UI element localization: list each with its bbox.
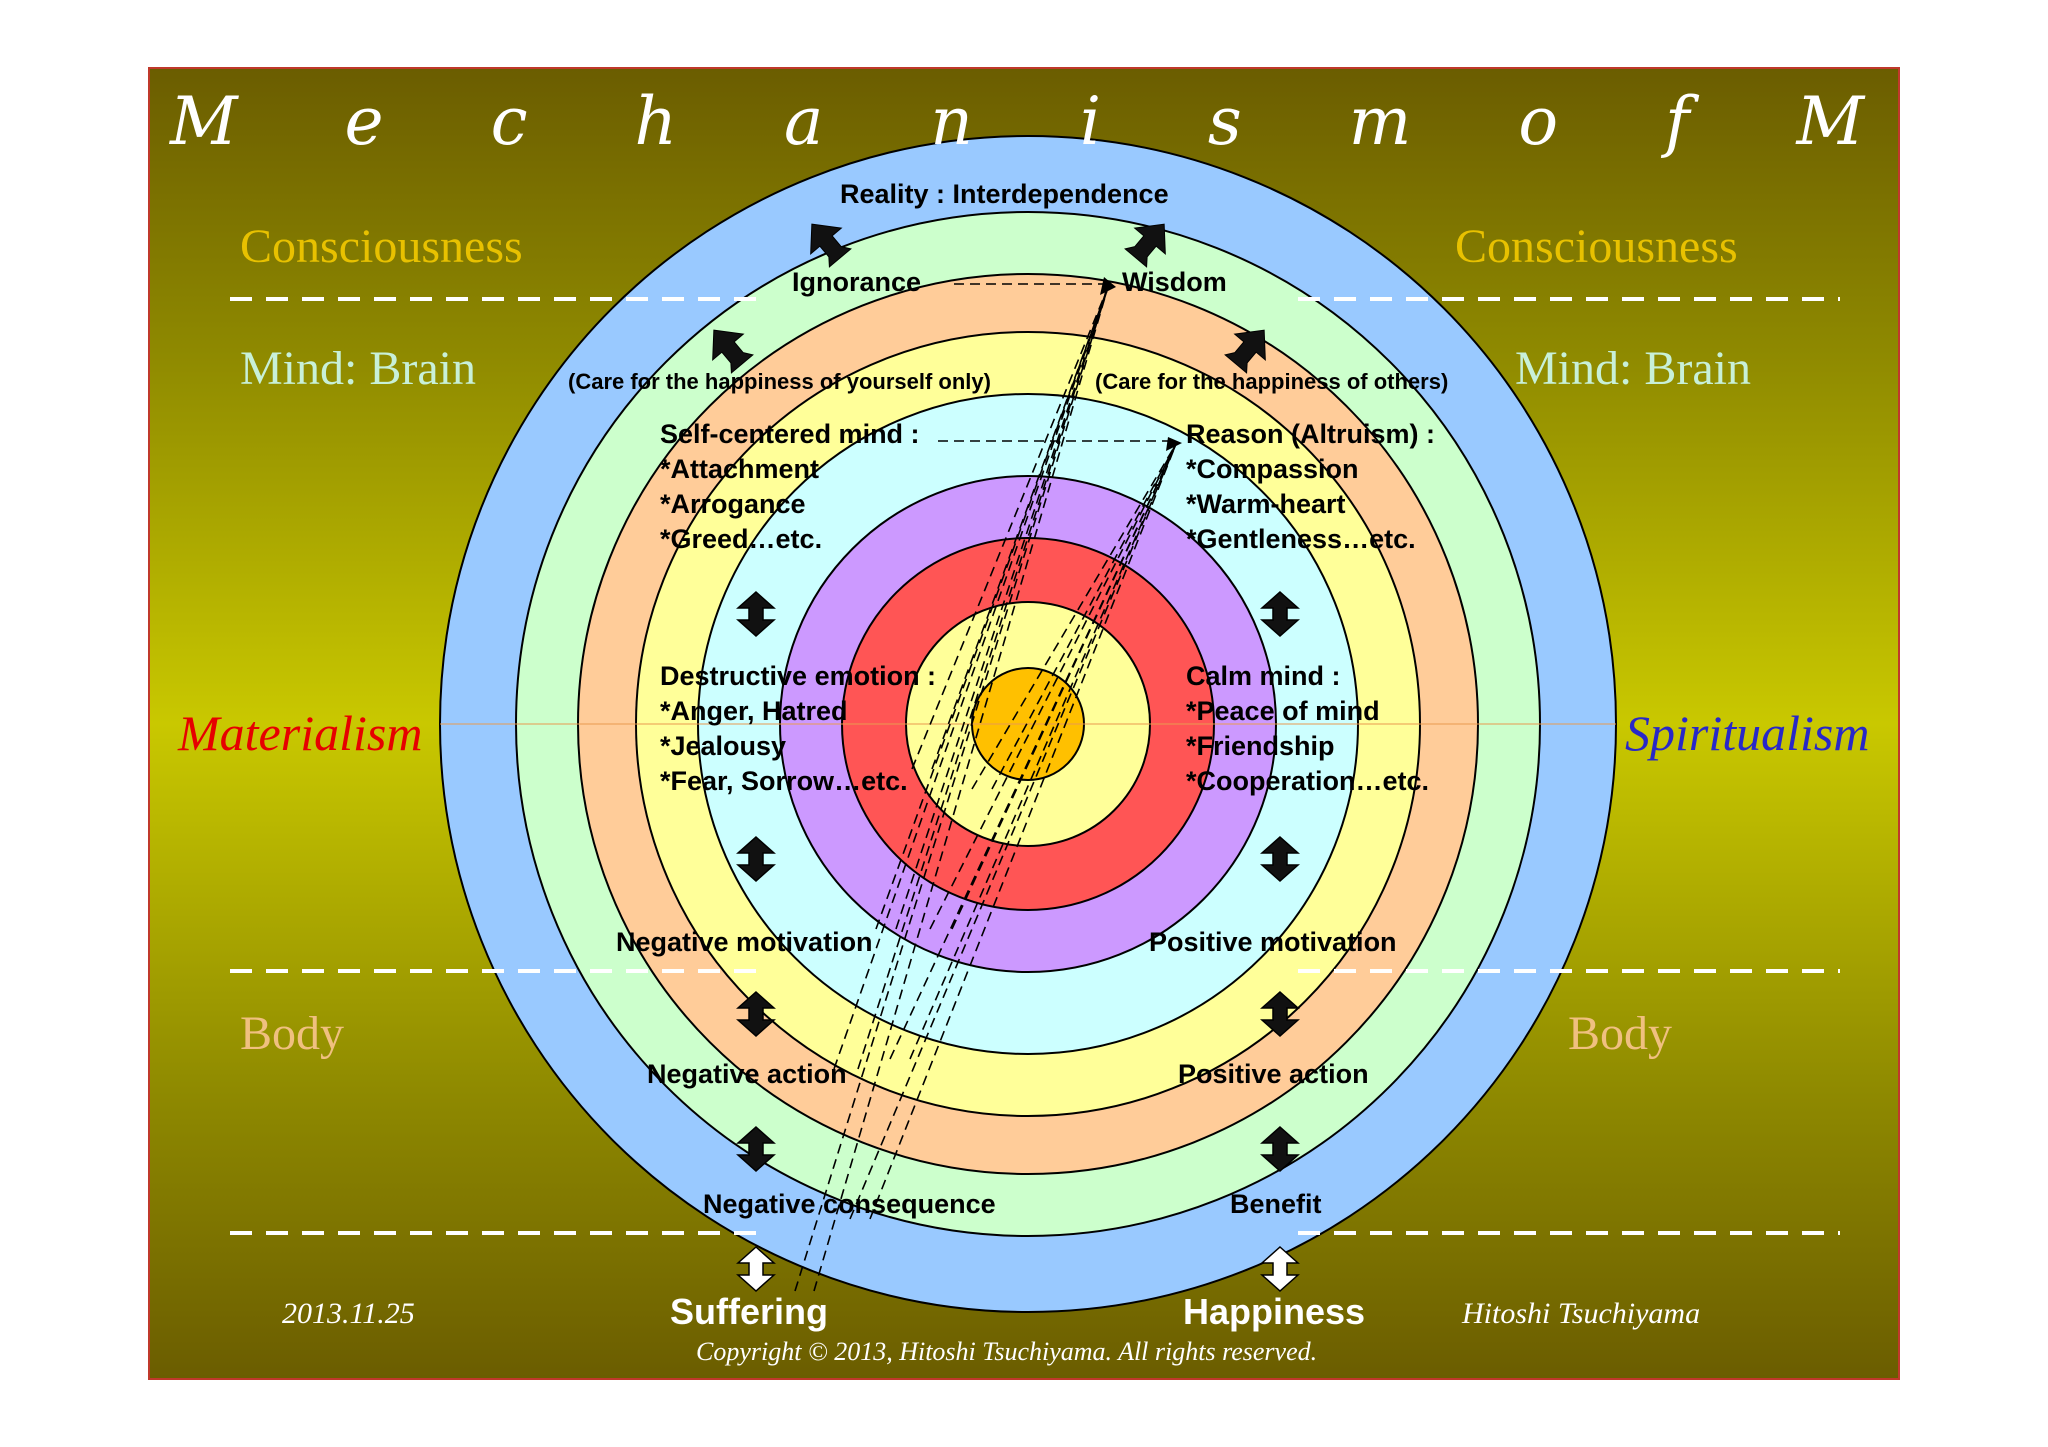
- wisdom-label: Wisdom: [1122, 267, 1227, 297]
- date-label: 2013.11.25: [282, 1297, 415, 1330]
- dashed-line-to-reason: [991, 443, 1177, 790]
- flow-arrows: [712, 223, 1300, 1293]
- dashed-line-to-reason: [869, 443, 1177, 1220]
- reason-heading: Reason (Altruism) :: [1186, 419, 1436, 449]
- dashed-line-to-wisdom: [931, 286, 1109, 770]
- self-centered-heading: Self-centered mind :: [660, 419, 920, 449]
- concentric-mind-diagram: [230, 135, 1840, 1313]
- diagram-title: M e c h a n i s m o f M i n d: [170, 83, 1900, 160]
- reality-label: Reality : Interdependence: [840, 179, 1169, 209]
- calm-item: *Cooperation…etc.: [1186, 766, 1430, 796]
- curved-arrow-icon: [1224, 329, 1266, 374]
- dashed-line-to-wisdom: [833, 286, 1109, 1070]
- calm-heading: Calm mind :: [1186, 661, 1341, 691]
- self-centered-item: *Arrogance: [660, 489, 806, 519]
- reason-altruism-block: Reason (Altruism) : *Compassion *Warm-he…: [1186, 417, 1435, 557]
- positive-motivation-label: Positive motivation: [1149, 927, 1397, 957]
- suffering-label: Suffering: [670, 1291, 828, 1332]
- double-arrow-icon: [1260, 990, 1300, 1038]
- benefit-label: Benefit: [1230, 1189, 1322, 1219]
- curved-arrow-icon-shape: [1224, 329, 1266, 374]
- double-arrow-icon: [736, 835, 776, 883]
- self-centered-item: *Attachment: [660, 454, 820, 484]
- destructive-emotion-block: Destructive emotion : *Anger, Hatred *Je…: [660, 659, 936, 799]
- reason-arrowhead: [1166, 437, 1182, 451]
- curved-arrow-icon: [712, 329, 754, 374]
- level-body-right: Body: [1568, 1007, 1673, 1060]
- double-arrow-icon: [736, 1125, 776, 1173]
- level-body-left: Body: [240, 1007, 345, 1060]
- dashed-line-to-reason: [849, 443, 1177, 1220]
- mechanism-of-mind-slide: M e c h a n i s m o f M i n d Consciousn…: [148, 67, 1900, 1380]
- negative-action-label: Negative action: [647, 1059, 847, 1089]
- curved-arrow-icon: [1124, 223, 1166, 268]
- double-arrow-white-icon: [1260, 1245, 1300, 1293]
- reason-item: *Warm-heart: [1186, 489, 1346, 519]
- double-arrow-icon: [736, 590, 776, 638]
- reason-item: *Compassion: [1186, 454, 1359, 484]
- negative-motivation-label: Negative motivation: [616, 927, 873, 957]
- negative-consequence-label: Negative consequence: [703, 1189, 996, 1219]
- dashed-line-to-wisdom: [911, 286, 1109, 770]
- level-consciousness-left: Consciousness: [240, 220, 523, 273]
- double-arrow-icon: [1260, 590, 1300, 638]
- ignorance-label: Ignorance: [792, 267, 922, 297]
- self-centered-item: *Greed…etc.: [660, 524, 823, 554]
- dashed-line-to-reason: [929, 443, 1177, 930]
- dashed-line-to-wisdom: [813, 286, 1109, 1292]
- level-mind-left: Mind: Brain: [240, 342, 476, 395]
- curved-arrow-icon-shape: [810, 223, 852, 268]
- wisdom-arrowhead: [1100, 277, 1116, 295]
- self-centered-mind-block: Self-centered mind : *Attachment *Arroga…: [660, 417, 920, 557]
- dashed-line-to-wisdom: [895, 286, 1109, 930]
- level-mind-right: Mind: Brain: [1515, 342, 1751, 395]
- destructive-item: *Jealousy: [660, 731, 787, 761]
- level-consciousness-right: Consciousness: [1455, 220, 1738, 273]
- curved-arrow-icon-shape: [1124, 223, 1166, 268]
- double-arrow-icon: [1260, 1125, 1300, 1173]
- double-arrow-icon: [736, 990, 776, 1038]
- dashed-connection-lines: [794, 277, 1182, 1292]
- pole-spiritualism: Spiritualism: [1625, 705, 1870, 761]
- copyright-label: Copyright © 2013, Hitoshi Tsuchiyama. Al…: [696, 1337, 1318, 1366]
- destructive-item: *Anger, Hatred: [660, 696, 848, 726]
- dashed-line-to-reason: [951, 443, 1177, 930]
- curved-arrow-icon-shape: [712, 329, 754, 374]
- calm-mind-block: Calm mind : *Peace of mind *Friendship *…: [1186, 659, 1429, 799]
- author-label: Hitoshi Tsuchiyama: [1462, 1297, 1701, 1330]
- dashed-line-to-reason: [971, 443, 1177, 790]
- reason-item: *Gentleness…etc.: [1186, 524, 1416, 554]
- care-self-label: (Care for the happiness of yourself only…: [568, 369, 991, 394]
- double-arrow-white-icon: [736, 1245, 776, 1293]
- double-arrow-icon: [1260, 835, 1300, 883]
- level-dividers: [230, 297, 1840, 1235]
- dashed-line-to-wisdom: [857, 286, 1109, 1070]
- concentric-rings: [439, 135, 1617, 1313]
- destructive-item: *Fear, Sorrow…etc.: [660, 766, 908, 796]
- positive-action-label: Positive action: [1178, 1059, 1369, 1089]
- destructive-heading: Destructive emotion :: [660, 661, 937, 691]
- dashed-line-to-wisdom: [875, 286, 1109, 930]
- pole-materialism: Materialism: [178, 705, 423, 761]
- calm-item: *Peace of mind: [1186, 696, 1380, 726]
- calm-item: *Friendship: [1186, 731, 1335, 761]
- happiness-label: Happiness: [1183, 1291, 1366, 1332]
- curved-arrow-icon: [810, 223, 852, 268]
- care-others-label: (Care for the happiness of others): [1095, 369, 1449, 394]
